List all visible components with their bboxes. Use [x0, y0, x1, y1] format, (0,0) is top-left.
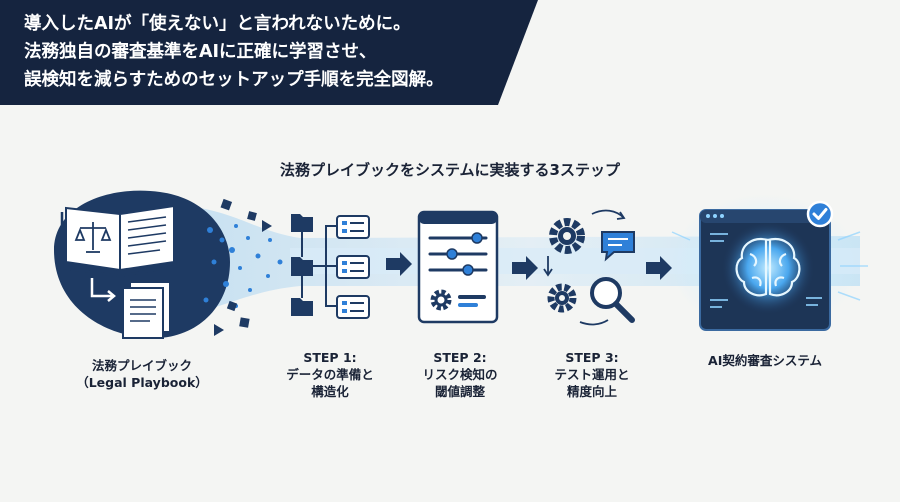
- arrow-step2-step3: [512, 256, 538, 280]
- header-banner: [0, 0, 538, 105]
- brain-icon: [735, 238, 801, 297]
- arrow-step1-step2: [386, 252, 412, 276]
- label-step3: STEP 3: テスト運用と 精度向上: [554, 350, 630, 399]
- label-playbook: 法務プレイブック （Legal Playbook）: [76, 358, 208, 390]
- gear-small-icon: [547, 283, 577, 313]
- banner-line-2: 法務独自の審査基準をAIに正確に学習させ、: [24, 42, 377, 62]
- label-step1: STEP 1: データの準備と 構造化: [286, 350, 374, 399]
- magnifier-icon: [590, 277, 635, 323]
- folder-tree-icon: [291, 214, 370, 319]
- check-badge-icon: [806, 200, 834, 228]
- book-icon: [60, 204, 180, 278]
- playbook-node: [54, 190, 230, 339]
- label-step2: STEP 2: リスク検知の 閾値調整: [422, 350, 498, 399]
- banner-text: 導入したAIが「使えない」と言われないために。 法務独自の審査基準をAIに正確に…: [24, 10, 444, 94]
- diagram-title: 法務プレイブックをシステムに実装する3ステップ: [280, 161, 620, 179]
- brain-monitor-icon: [670, 194, 868, 334]
- label-system: AI契約審査システム: [708, 353, 822, 368]
- data-particles: [203, 224, 283, 308]
- arrow-step3-system: [646, 256, 672, 280]
- gear-large-icon: [549, 218, 585, 254]
- data-cubes: [214, 198, 272, 336]
- banner-line-1: 導入したAIが「使えない」と言われないために。: [24, 14, 411, 34]
- gear-icon: [430, 289, 452, 311]
- sliders-icon: [417, 210, 499, 324]
- banner-shape: [0, 0, 538, 105]
- document-stack-icon: [90, 278, 171, 339]
- gear-search-icon: [543, 209, 635, 326]
- banner-line-3: 誤検知を減らすためのセットアップ手順を完全図解。: [24, 70, 444, 90]
- scales-icon: [74, 222, 112, 253]
- chat-bubble-icon: [601, 231, 635, 262]
